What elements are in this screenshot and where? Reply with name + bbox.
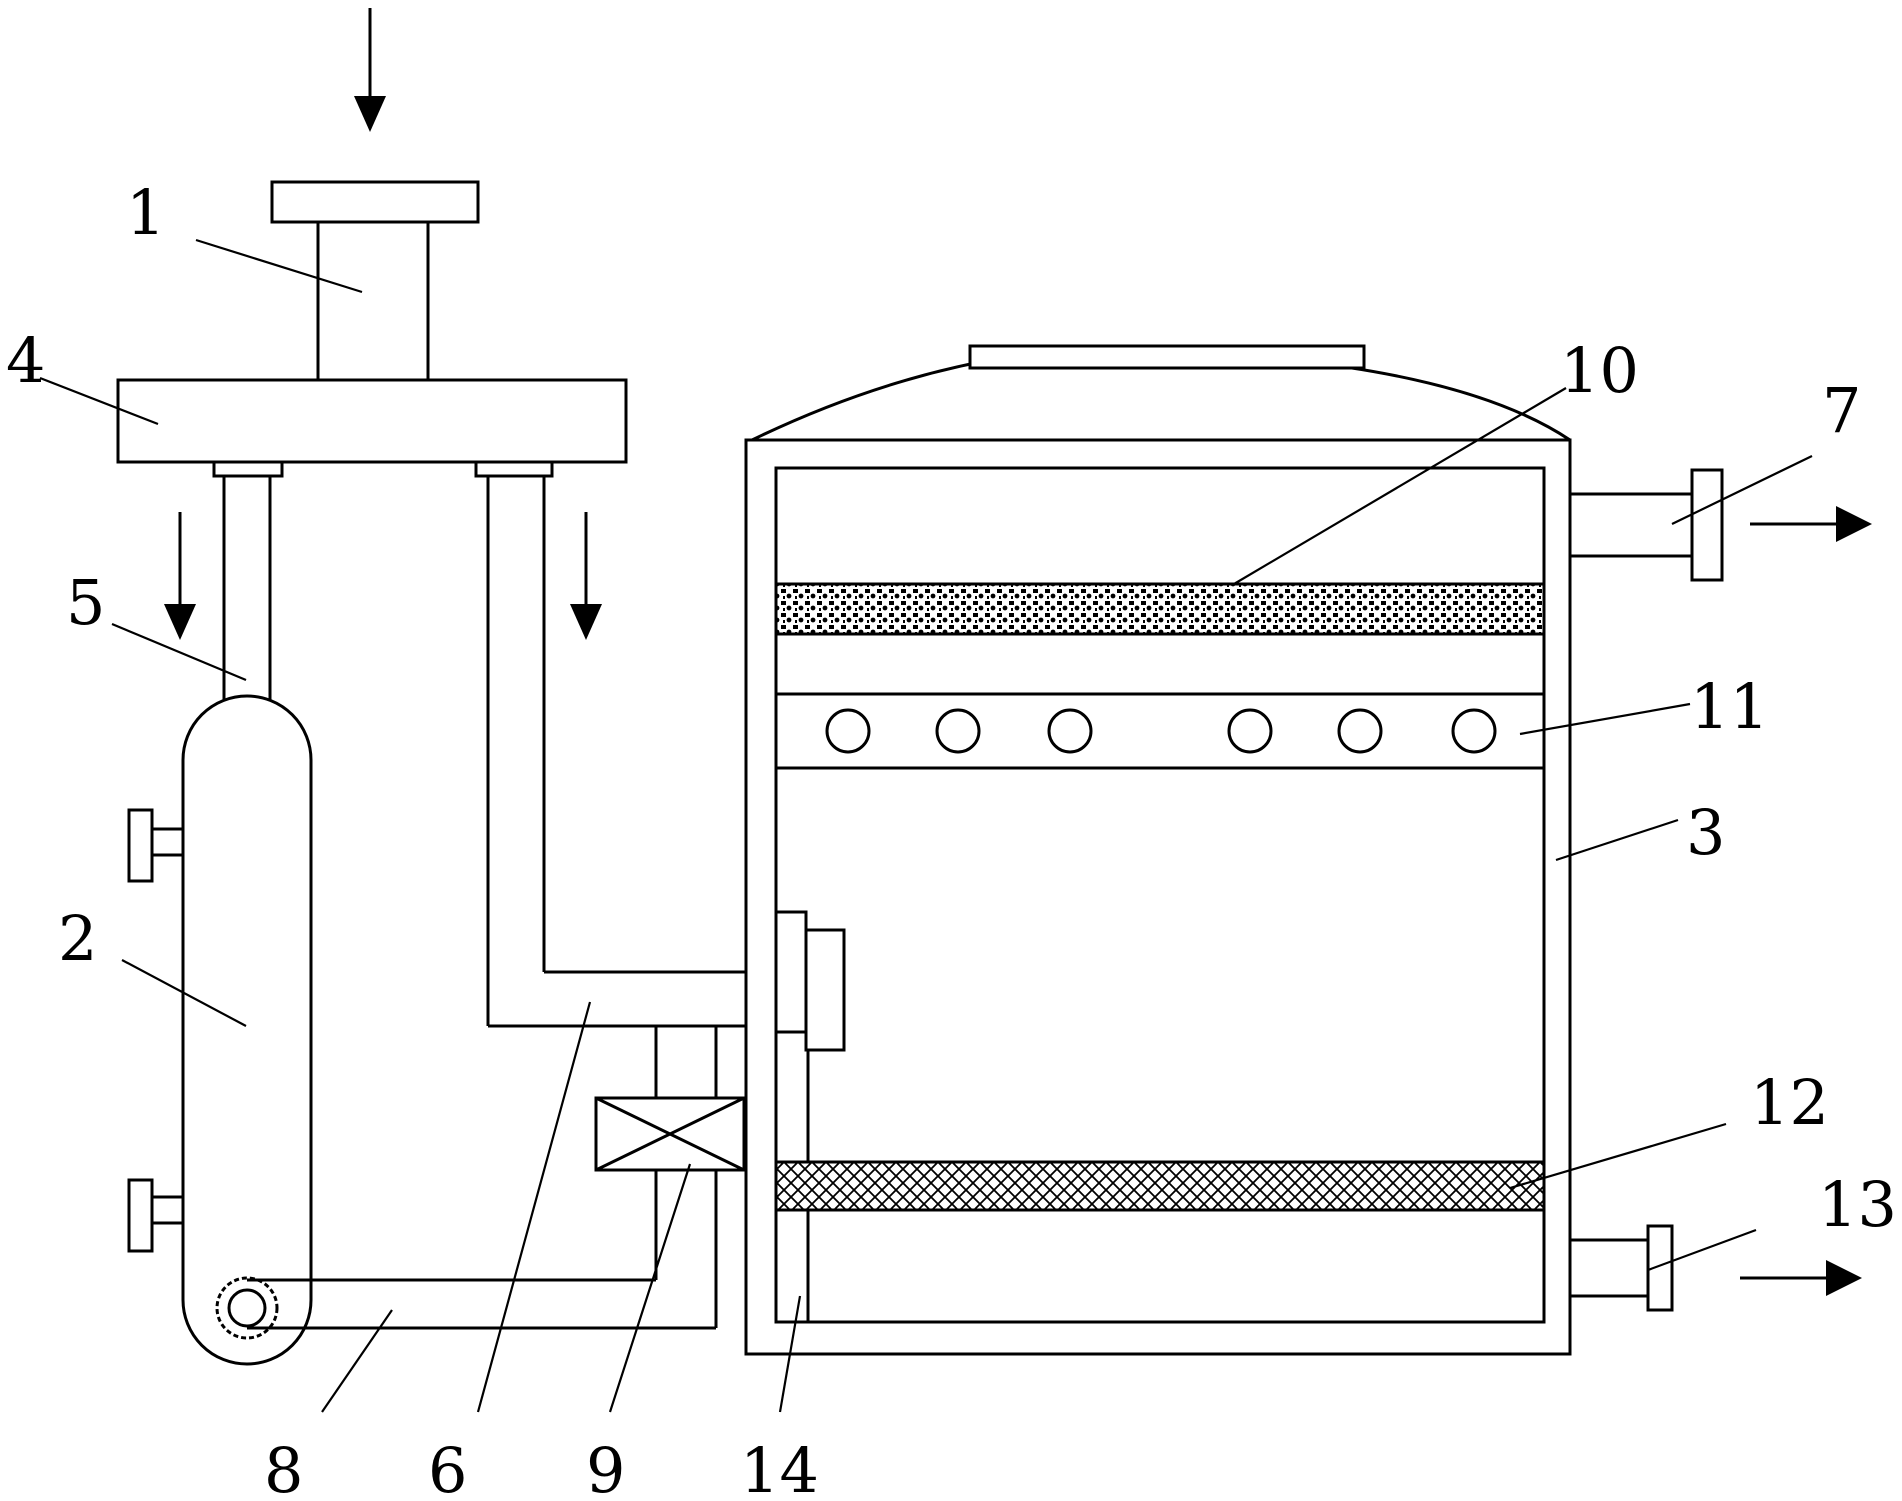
label-2: 2: [58, 902, 97, 975]
vessel-upper-nozzle: [150, 827, 185, 857]
flow-arrow-pipe6: [570, 512, 602, 640]
spray-hole: [825, 708, 871, 754]
spray-hole: [935, 708, 981, 754]
inlet-flange: [270, 180, 480, 224]
spray-plate-11: [774, 692, 1546, 770]
label-14: 14: [740, 1434, 819, 1501]
flow-arrow-outlet7: [1750, 506, 1872, 542]
label-7: 7: [1822, 374, 1861, 447]
spray-hole: [1227, 708, 1273, 754]
vessel-lower-nozzle: [150, 1195, 185, 1225]
vessel-2: [127, 694, 313, 1366]
flow-arrow-pipe5: [164, 512, 196, 640]
pipe-6: [486, 476, 746, 1098]
tank-outer-wall: [744, 438, 1572, 1356]
outlet-7: [1568, 468, 1724, 582]
vessel-lower-nozzle-flange: [127, 1178, 154, 1253]
spray-hole: [1337, 708, 1383, 754]
label-3: 3: [1686, 796, 1725, 869]
vessel-upper-nozzle-flange: [127, 808, 154, 883]
label-9: 9: [586, 1434, 625, 1501]
spray-hole: [1451, 708, 1497, 754]
flow-arrow-inlet: [354, 8, 386, 132]
valve-9: [594, 1096, 746, 1172]
tank-lid: [968, 344, 1366, 370]
tank-inlet-nozzle: [774, 910, 808, 1034]
outlet-13: [1568, 1224, 1674, 1312]
tank-inner-wall: [774, 466, 1546, 1324]
leader-lines: [39, 238, 1813, 1413]
spray-hole: [1047, 708, 1093, 754]
flow-arrow-outlet13: [1740, 1260, 1862, 1296]
mesh-layer-12: [774, 1160, 1546, 1212]
manifold-fitting-right: [474, 460, 554, 478]
label-13: 13: [1818, 1168, 1897, 1241]
label-10: 10: [1560, 334, 1639, 407]
label-8: 8: [264, 1434, 303, 1501]
tank-inlet-flange: [804, 928, 846, 1052]
label-4: 4: [6, 324, 45, 397]
label-11: 11: [1690, 670, 1769, 743]
label-1: 1: [126, 176, 165, 249]
inlet-pipe: [270, 180, 480, 380]
manifold-box: [116, 378, 628, 464]
manifold-fitting-left: [212, 460, 284, 478]
label-6: 6: [428, 1434, 467, 1501]
label-12: 12: [1750, 1066, 1829, 1139]
filter-layer-10: [774, 582, 1546, 636]
label-5: 5: [66, 566, 105, 639]
